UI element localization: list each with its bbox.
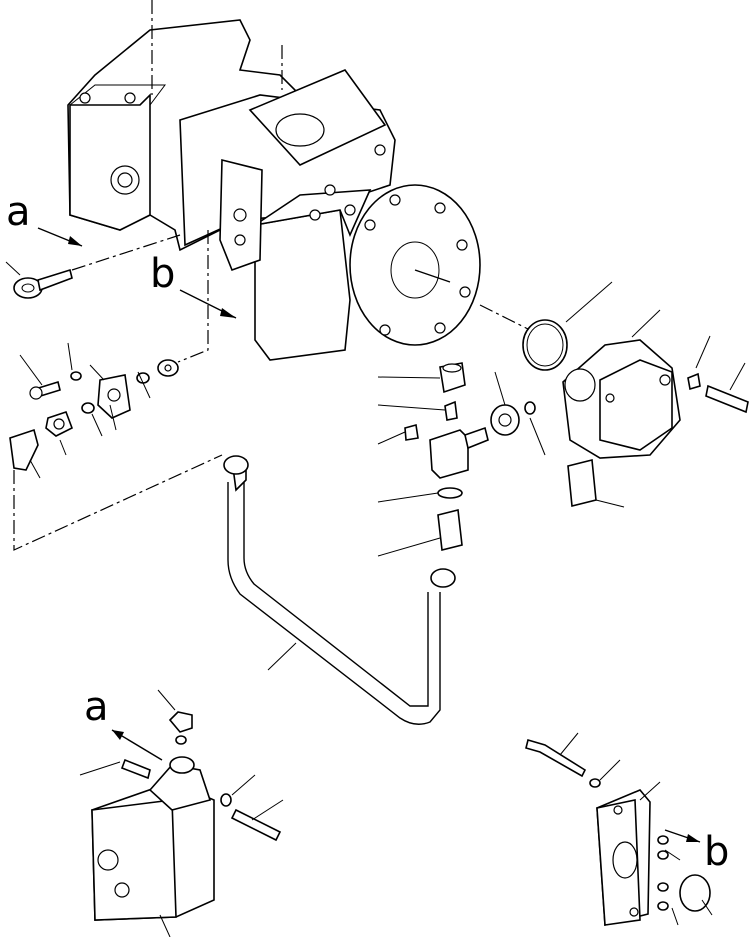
hydraulic-hose — [223, 455, 456, 725]
callout-b-top: b — [150, 251, 175, 297]
leader-line-oring — [479, 304, 531, 331]
gear-pump — [562, 309, 749, 508]
callout-b-bottom: b — [704, 829, 729, 875]
main-pump-assembly — [67, 19, 481, 361]
leader-line-fitting — [177, 230, 209, 363]
valve-block — [79, 689, 284, 937]
callout-a-bottom: a — [84, 684, 109, 730]
left-fitting-group — [9, 342, 223, 551]
eye-bolt — [5, 234, 181, 299]
manifold-plate — [525, 732, 713, 927]
o-ring-large — [522, 281, 613, 371]
center-fitting-group — [377, 362, 546, 557]
callout-a-top: a — [6, 189, 31, 235]
